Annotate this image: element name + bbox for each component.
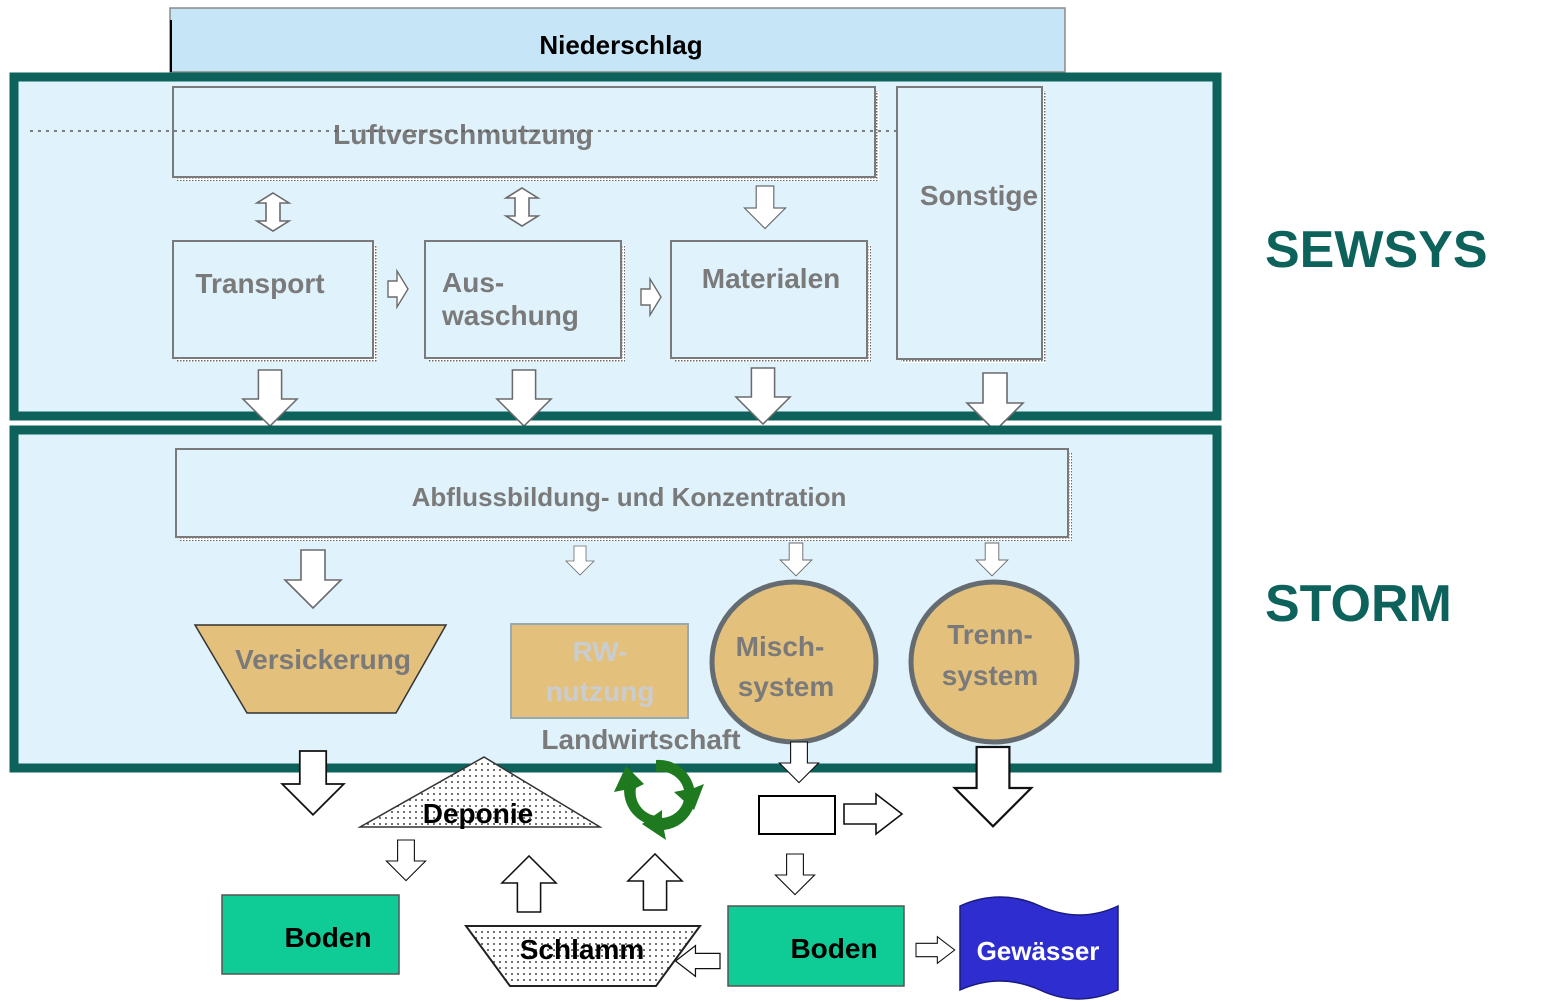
washout-label-line1: Aus-: [442, 267, 504, 298]
sludge-node: Schlamm: [464, 925, 702, 987]
transport-label: Transport: [195, 268, 324, 299]
separate-system-node: Trenn- system: [908, 579, 1080, 745]
separate-system-line1: Trenn-: [947, 619, 1033, 650]
landfill-label: Deponie: [423, 798, 533, 829]
sludge-label: Schlamm: [520, 934, 645, 965]
combined-system-line2: system: [738, 671, 835, 702]
niederschlag-bar: Niederschlag: [169, 7, 1066, 73]
infiltration-node: Versickerung: [193, 624, 448, 714]
transport-box: Transport: [172, 240, 377, 362]
air-pollution-box: Luftverschmutzung: [30, 86, 930, 181]
soil-left-label: Boden: [284, 922, 371, 953]
water-body-node: Gewässer: [959, 896, 1119, 1000]
recycling-icon: [614, 759, 704, 840]
runoff-label: Abflussbildung- und Konzentration: [412, 482, 847, 512]
arrow-up-icon: [501, 855, 557, 913]
materials-box: Materialen: [670, 240, 871, 362]
landfill-node: Deponie: [357, 756, 603, 829]
rainwater-use-line1: RW-: [573, 636, 628, 667]
combined-system-node: Misch- system: [709, 579, 879, 745]
washout-box: Aus- waschung: [424, 240, 625, 362]
rainwater-use-line2: nutzung: [546, 676, 655, 707]
materials-label: Materialen: [702, 263, 841, 294]
arrow-up-icon: [627, 853, 683, 911]
combined-system-line1: Misch-: [736, 631, 825, 662]
niederschlag-label: Niederschlag: [539, 30, 702, 60]
separate-system-line2: system: [942, 660, 1039, 691]
runoff-box: Abflussbildung- und Konzentration: [175, 448, 1072, 541]
arrow-right-icon: [843, 793, 903, 835]
soil-left-node: Boden: [221, 894, 400, 975]
infiltration-label: Versickerung: [235, 644, 411, 675]
soil-right-node: Boden: [727, 905, 905, 987]
arrow-down-icon: [774, 853, 816, 896]
arrow-right-icon: [915, 935, 956, 965]
treatment-box: [758, 795, 836, 835]
other-label: Sonstige: [920, 180, 1038, 211]
arrow-down-icon: [385, 839, 427, 882]
other-box: Sonstige: [896, 86, 1046, 363]
air-pollution-label: Luftverschmutzung: [333, 119, 593, 150]
water-body-label: Gewässer: [977, 936, 1100, 966]
agriculture-label: Landwirtschaft: [541, 724, 740, 755]
soil-right-label: Boden: [790, 933, 877, 964]
sewsys-title: SEWSYS: [1265, 221, 1488, 279]
storm-title: STORM: [1265, 575, 1452, 633]
rainwater-use-node: RW- nutzung: [510, 623, 689, 719]
washout-label-line2: waschung: [441, 300, 579, 331]
